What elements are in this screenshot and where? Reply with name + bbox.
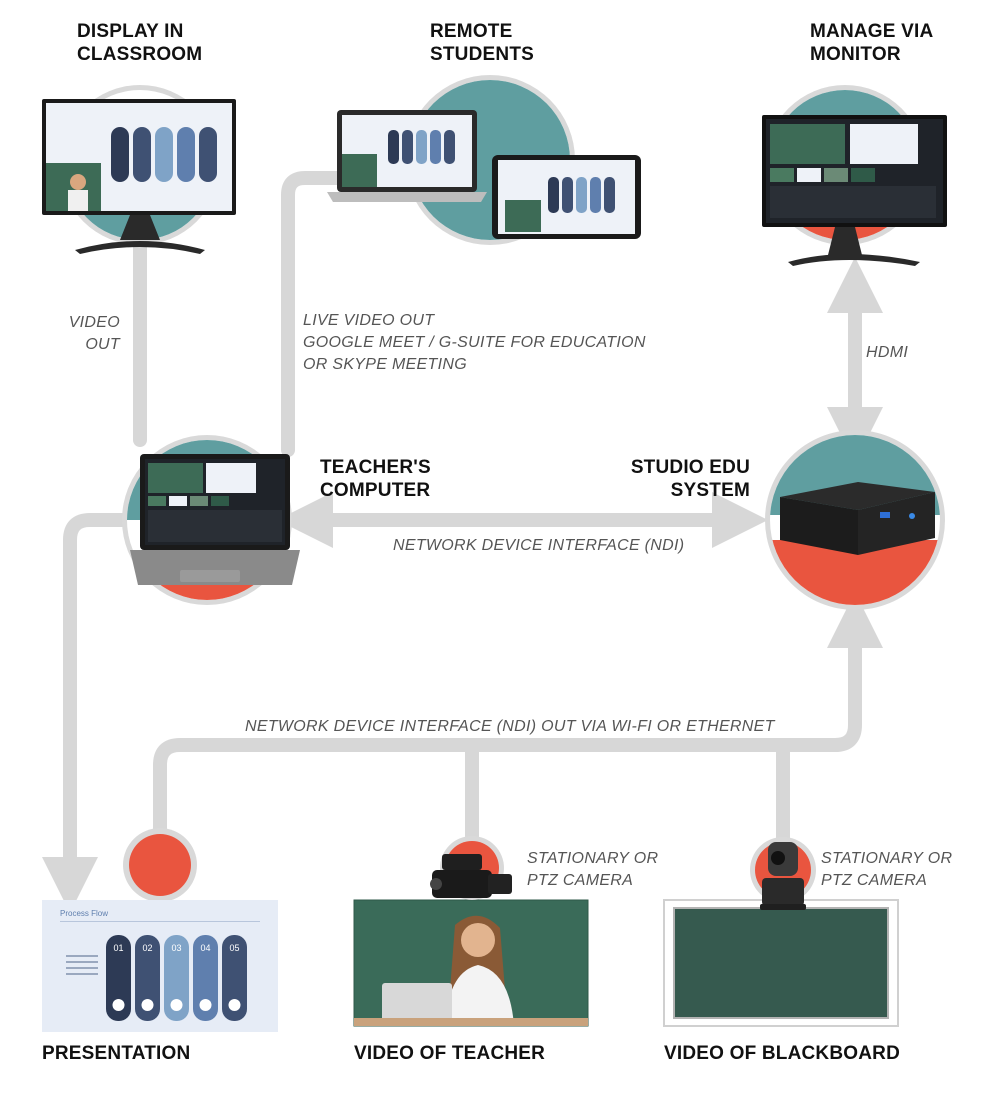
slide-step-number: 04 [200, 943, 210, 953]
title-line: STUDIO EDU [630, 457, 750, 478]
monitor-icon [762, 115, 947, 266]
label-ndi-wifi: NETWORK DEVICE INTERFACE (NDI) OUT VIA W… [245, 716, 775, 738]
title-line: CLASSROOM [77, 44, 203, 65]
label-line: NETWORK DEVICE INTERFACE (NDI) OUT VIA W… [245, 718, 775, 735]
laptop-icon [327, 110, 487, 202]
studio-box-icon [780, 482, 935, 555]
teacher-computer-node [122, 435, 300, 605]
label-line: NETWORK DEVICE INTERFACE (NDI) [393, 537, 685, 554]
tablet-icon [492, 155, 641, 239]
title-line: MANAGE VIA [810, 21, 934, 42]
title-line: STUDENTS [430, 44, 534, 65]
node-title-blackboard-video: VIDEO OF BLACKBOARD [664, 1042, 900, 1065]
classroom-display-icon [42, 99, 236, 254]
node-title-remote: REMOTE STUDENTS [430, 20, 534, 66]
label-camera-teacher: STATIONARY OR PTZ CAMERA [527, 848, 658, 892]
remote-node [327, 75, 641, 245]
studio-node [765, 430, 945, 610]
label-line: STATIONARY OR [821, 850, 953, 867]
title-line: REMOTE [430, 21, 513, 42]
label-video-out: VIDEO OUT [40, 312, 120, 356]
slide-steps: 01 02 03 04 05 [106, 935, 247, 1021]
label-line: VIDEO [68, 314, 120, 331]
node-title-monitor: MANAGE VIA MONITOR [810, 20, 933, 66]
blackboard-video-node [663, 837, 899, 1027]
slide-step-number: 02 [142, 943, 152, 953]
title-line: VIDEO OF TEACHER [354, 1043, 546, 1064]
node-title-presentation: PRESENTATION [42, 1042, 190, 1065]
label-camera-board: STATIONARY OR PTZ CAMERA [821, 848, 952, 892]
display-node [42, 85, 236, 254]
slide-step-number: 05 [229, 943, 239, 953]
label-hdmi: HDMI [866, 342, 908, 364]
title-line: PRESENTATION [42, 1043, 191, 1064]
connector-computer-to-presentation [41, 513, 134, 913]
slide-step-number: 01 [113, 943, 123, 953]
label-line: LIVE VIDEO OUT [303, 312, 435, 329]
presentation-node: Process Flow 01 02 03 04 05 [42, 828, 278, 1032]
label-line: PTZ CAMERA [821, 872, 928, 889]
node-title-teacher-computer: TEACHER'S COMPUTER [320, 456, 431, 502]
label-line: STATIONARY OR [527, 850, 659, 867]
label-ndi: NETWORK DEVICE INTERFACE (NDI) [393, 535, 684, 557]
title-line: TEACHER'S [320, 457, 431, 478]
label-line: GOOGLE MEET / G-SUITE FOR EDUCATION [303, 334, 646, 351]
title-line: COMPUTER [320, 480, 431, 501]
title-line: VIDEO OF BLACKBOARD [664, 1043, 901, 1064]
title-line: DISPLAY IN [77, 21, 184, 42]
connector-network-bus [153, 592, 883, 842]
ptz-camera-icon [760, 842, 806, 910]
label-line: OUT [85, 336, 120, 353]
monitor-node [762, 85, 947, 266]
slide-header: Process Flow [60, 909, 108, 918]
connector-computer-to-remote [281, 171, 347, 457]
title-line: MONITOR [810, 44, 901, 65]
node-title-studio: STUDIO EDU SYSTEM [600, 456, 750, 502]
node-title-display: DISPLAY IN CLASSROOM [77, 20, 202, 66]
node-title-teacher-video: VIDEO OF TEACHER [354, 1042, 545, 1065]
slide-step-number: 03 [171, 943, 181, 953]
presentation-slide: Process Flow 01 02 03 04 05 [42, 900, 278, 1032]
camcorder-icon [430, 854, 512, 898]
label-line: HDMI [866, 344, 909, 361]
label-line: OR SKYPE MEETING [303, 356, 467, 373]
label-live-video: LIVE VIDEO OUT GOOGLE MEET / G-SUITE FOR… [303, 310, 646, 376]
teacher-video-node [353, 836, 589, 1027]
label-line: PTZ CAMERA [527, 872, 634, 889]
title-line: SYSTEM [670, 480, 750, 501]
teacher-laptop-icon [130, 454, 300, 585]
teacher-figure [354, 915, 588, 1026]
blackboard [674, 908, 888, 1018]
connectors [41, 171, 883, 913]
